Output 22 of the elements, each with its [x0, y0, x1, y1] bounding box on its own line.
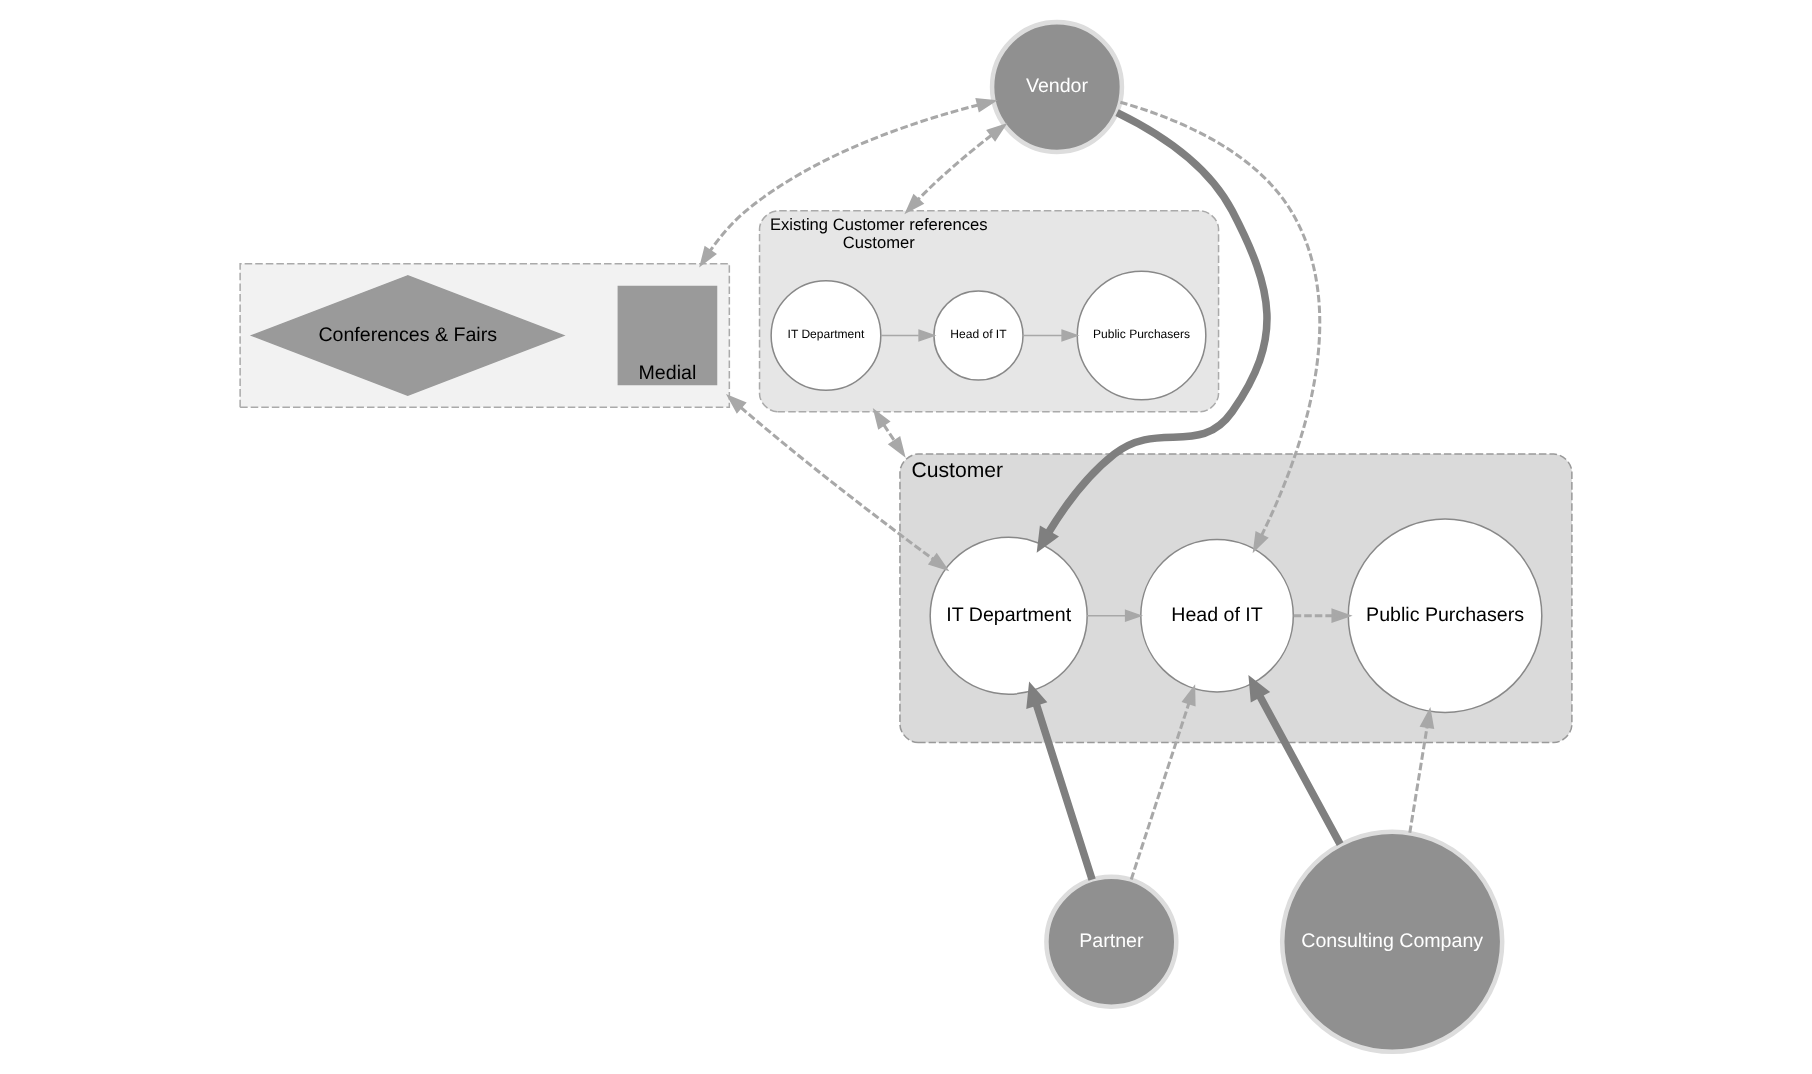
- node-box: Medial: [617, 285, 718, 386]
- arrow: [1022, 329, 1080, 342]
- node-circle: Head of IT: [1140, 538, 1295, 693]
- arrow: [1086, 609, 1143, 623]
- arrow: [872, 407, 906, 458]
- node-circle: Consulting Company: [1279, 829, 1505, 1055]
- cluster: [239, 263, 731, 408]
- node-diamond: Conferences & Fairs: [249, 275, 566, 396]
- arrow: [904, 123, 1008, 215]
- node-circle: Partner: [1044, 874, 1179, 1009]
- arrow: [1036, 109, 1271, 553]
- arrow: [1293, 608, 1353, 624]
- arrow: [699, 98, 998, 268]
- arrow: [1129, 684, 1196, 880]
- arrow: [725, 394, 950, 572]
- arrow: [1026, 681, 1096, 881]
- arrow: [1408, 707, 1435, 833]
- arrow: [1248, 675, 1344, 846]
- arrow: [880, 329, 937, 342]
- arrow: [1119, 100, 1322, 554]
- node-circle: Vendor: [989, 19, 1125, 155]
- node-circle: Public Purchasers: [1347, 518, 1543, 714]
